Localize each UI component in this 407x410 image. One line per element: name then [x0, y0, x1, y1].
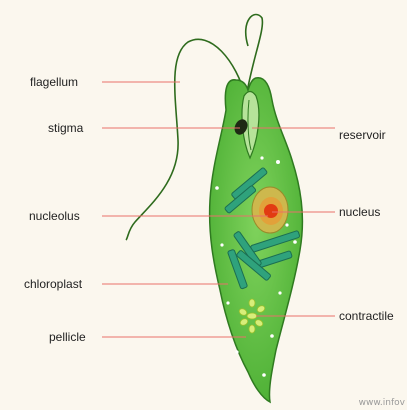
label-flagellum: flagellum	[30, 75, 78, 89]
label-reservoir: reservoir	[339, 128, 386, 142]
label-nucleolus: nucleolus	[29, 209, 80, 223]
label-nucleus: nucleus	[339, 205, 380, 219]
label-pellicle: pellicle	[49, 330, 86, 344]
label-stigma: stigma	[48, 121, 83, 135]
label-contractile: contractile	[339, 309, 394, 323]
credit-text: www.infov	[359, 398, 405, 408]
label-chloroplast: chloroplast	[24, 277, 82, 291]
